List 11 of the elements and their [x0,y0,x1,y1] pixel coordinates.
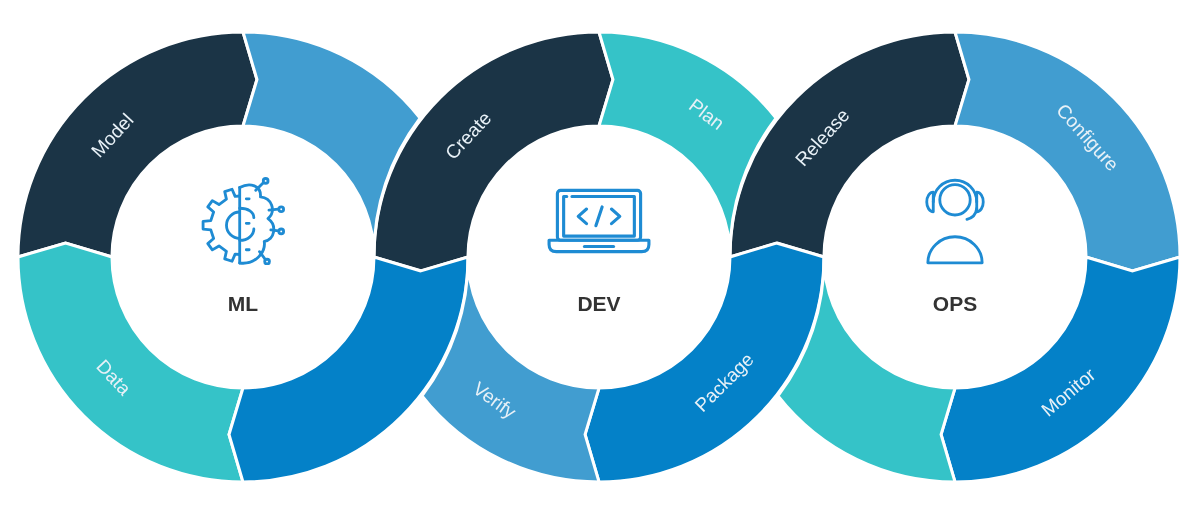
ring-segment [374,32,613,271]
ring-segment [243,32,421,257]
ring-segment [955,32,1180,271]
stage-label: Plan [684,95,728,135]
hub-label: ML [227,292,259,316]
ring-segment [599,32,777,257]
ring-segment [730,32,969,257]
ring-segment [18,32,257,257]
hub-label: DEV [577,292,621,316]
ring-segment [229,257,468,482]
hub-label: OPS [932,292,978,316]
